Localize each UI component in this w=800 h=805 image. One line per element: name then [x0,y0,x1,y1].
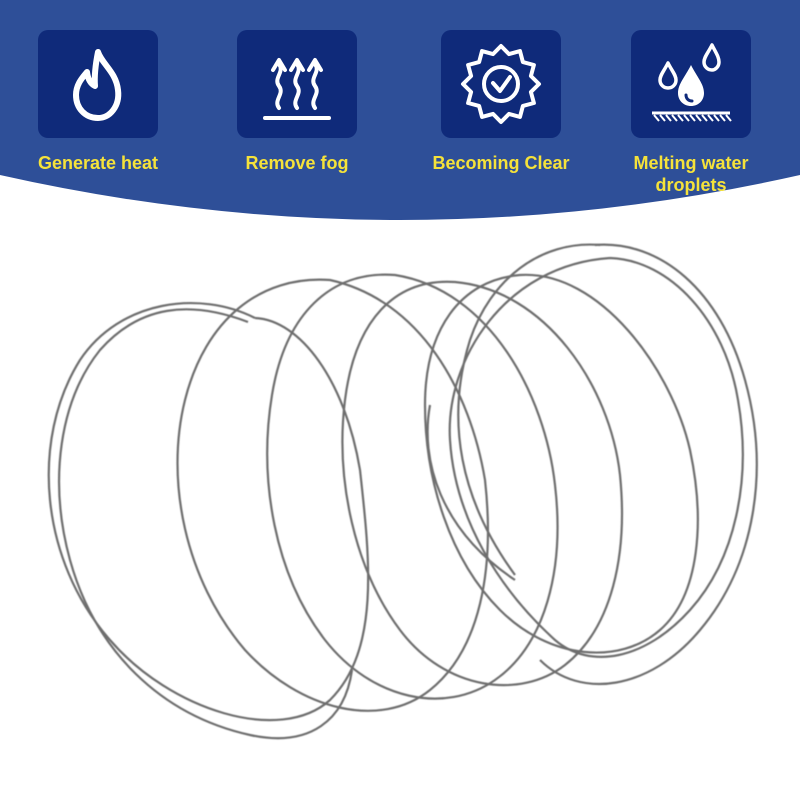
feature-label: Generate heat [37,153,159,173]
feature-banner [0,0,800,240]
feature-label: Remove fog [245,153,349,173]
banner-background [0,0,800,220]
feature-becoming-clear: Becoming Clear [416,30,586,210]
feature-melting-water-droplets: Melting water droplets [606,30,776,210]
feature-generate-heat: Generate heat [13,30,183,210]
feature-icon-tile [631,30,751,138]
feature-icon-tile [38,30,158,138]
feature-icon-tile [441,30,561,138]
feature-remove-fog: Remove fog [212,30,382,210]
flame-icon [73,49,122,121]
water-droplets-icon [652,43,732,122]
feature-label: Melting water droplets [633,153,749,195]
feature-label: Becoming Clear [432,153,570,173]
badge-check-icon [461,44,541,124]
feature-icon-tile [237,30,357,138]
heat-waves-icon [263,58,331,120]
wire-loops [47,243,758,740]
